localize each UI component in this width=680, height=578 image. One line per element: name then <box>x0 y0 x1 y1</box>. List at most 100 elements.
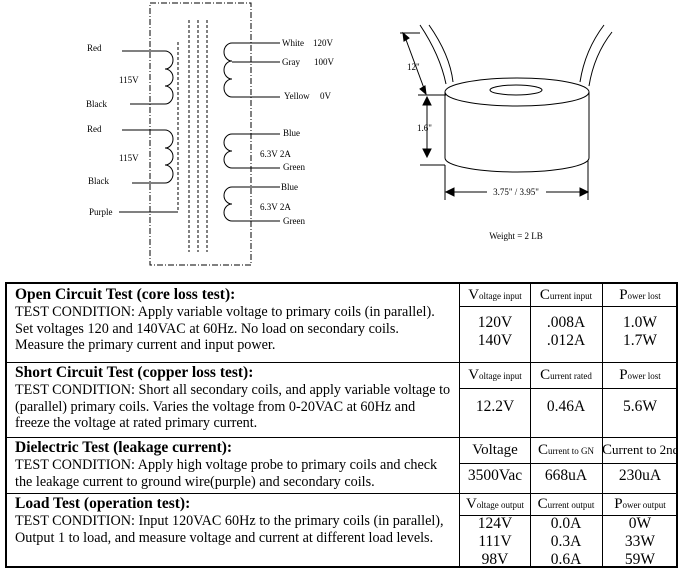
diameter-label: 3.75" / 3.95" <box>493 187 539 197</box>
column-header: Voltage <box>460 437 530 463</box>
header-rest: ower lost <box>627 291 661 301</box>
column-divider <box>602 284 603 362</box>
core-lines <box>177 20 208 252</box>
column-header: Power lost <box>602 284 678 306</box>
header-initial: V <box>468 287 480 303</box>
column-header: Power output <box>602 493 678 515</box>
wire-label: Red <box>87 43 102 53</box>
value: 3500Vac <box>467 467 523 484</box>
value: 140V <box>477 332 513 349</box>
value-cell: .008A.012A <box>530 314 602 350</box>
column-divider <box>530 362 531 437</box>
value: 59W <box>624 551 656 568</box>
header-rest: oltage input <box>479 371 522 381</box>
value: .012A <box>546 332 586 349</box>
wire-label: White <box>282 38 304 48</box>
wire-label: Black <box>88 176 109 186</box>
value: 668uA <box>544 467 588 484</box>
header-divider <box>460 463 676 464</box>
value-cell: 668uA <box>530 467 602 485</box>
wire-label: Purple <box>89 207 113 217</box>
header-initial: C <box>602 442 613 458</box>
column-divider <box>602 362 603 437</box>
header-initial: P <box>619 287 628 303</box>
value: 12.2V <box>475 398 515 415</box>
header-initial: V <box>465 496 477 512</box>
column-header: Current input <box>530 284 602 306</box>
wire-label: Green <box>283 216 305 226</box>
header-rest: urrent to GN <box>548 446 594 456</box>
column-header: Current rated <box>530 362 602 388</box>
value-cell: 12.2V <box>460 398 530 416</box>
height-label: 1.6" <box>417 123 432 133</box>
column-header: Voltage input <box>460 362 530 388</box>
column-divider <box>602 437 603 493</box>
test-title: Short Circuit Test (copper loss test): <box>15 364 254 381</box>
rating-label: 6.3V 2A <box>260 149 291 159</box>
header-rest: urrent rated <box>550 371 592 381</box>
header-initial: C <box>537 496 548 512</box>
header-rest: oltage input <box>479 291 522 301</box>
test-condition: TEST CONDITION: Short all secondary coil… <box>15 381 451 432</box>
test-results-table: Open Circuit Test (core loss test):TEST … <box>5 282 678 568</box>
voltage-label: 115V <box>119 75 139 85</box>
weight-label: Weight = 2 LB <box>489 231 543 241</box>
header-divider <box>460 515 676 516</box>
header-divider <box>460 388 676 389</box>
header-initial: V <box>468 367 480 383</box>
header-rest: oltage <box>481 442 518 458</box>
column-header: Power lost <box>602 362 678 388</box>
header-rest: oltage output <box>476 500 525 510</box>
value: 230uA <box>618 467 662 484</box>
value: 120V <box>477 314 513 331</box>
header-rest: urrent input <box>549 291 593 301</box>
test-condition: TEST CONDITION: Apply high voltage probe… <box>15 456 438 490</box>
header-initial: C <box>539 287 550 303</box>
column-header: Current to GN <box>530 437 602 463</box>
header-rest: ower output <box>622 500 666 510</box>
lead-wires-left <box>419 24 454 85</box>
column-header: Voltage input <box>460 284 530 306</box>
lead-wires-right <box>579 24 613 87</box>
lead-length-dimension <box>404 36 426 92</box>
header-initial: C <box>537 442 548 458</box>
value: 111V <box>478 533 512 550</box>
lead-length-label: 12" <box>407 62 420 72</box>
value: 0.46A <box>546 398 586 415</box>
test-description: Open Circuit Test (core loss test):TEST … <box>7 284 460 362</box>
value: 0.0A <box>550 515 582 532</box>
header-initial: V <box>472 442 482 458</box>
header-divider <box>460 306 676 307</box>
value: 0.6A <box>550 551 582 568</box>
secondary-coil-2 <box>223 133 280 169</box>
value: .008A <box>546 314 586 331</box>
value-cell: 0.46A <box>530 398 602 416</box>
rating-label: 6.3V 2A <box>260 202 291 212</box>
value: 124V <box>477 515 513 532</box>
header-initial: P <box>619 367 628 383</box>
header-rest: urrent output <box>547 500 595 510</box>
voltage-label: 120V <box>313 38 334 48</box>
toroid-drawing: 12" 1.6" 3.75" / 3.95" Weight = 2 LB <box>400 24 613 241</box>
diagrams: Red 115V Black Red 115V Black Purple Whi… <box>86 2 613 266</box>
wire-label: Yellow <box>284 91 310 101</box>
test-title: Open Circuit Test (core loss test): <box>15 286 236 303</box>
test-condition: TEST CONDITION: Apply variable voltage t… <box>15 303 435 354</box>
test-condition: TEST CONDITION: Input 120VAC 60Hz to the… <box>15 512 444 546</box>
value: 0W <box>628 515 652 532</box>
header-rest: urrent to 2nd <box>612 442 678 457</box>
column-divider <box>530 437 531 493</box>
secondary-coil-3 <box>223 186 280 222</box>
primary-coil-1 <box>122 50 174 105</box>
test-title: Dielectric Test (leakage current): <box>15 439 233 456</box>
wire-label: Blue <box>281 182 298 192</box>
voltage-label: 100V <box>314 57 335 67</box>
test-title: Load Test (operation test): <box>15 495 191 512</box>
value: 1.0W <box>622 314 657 331</box>
test-description: Dielectric Test (leakage current):TEST C… <box>7 437 460 493</box>
